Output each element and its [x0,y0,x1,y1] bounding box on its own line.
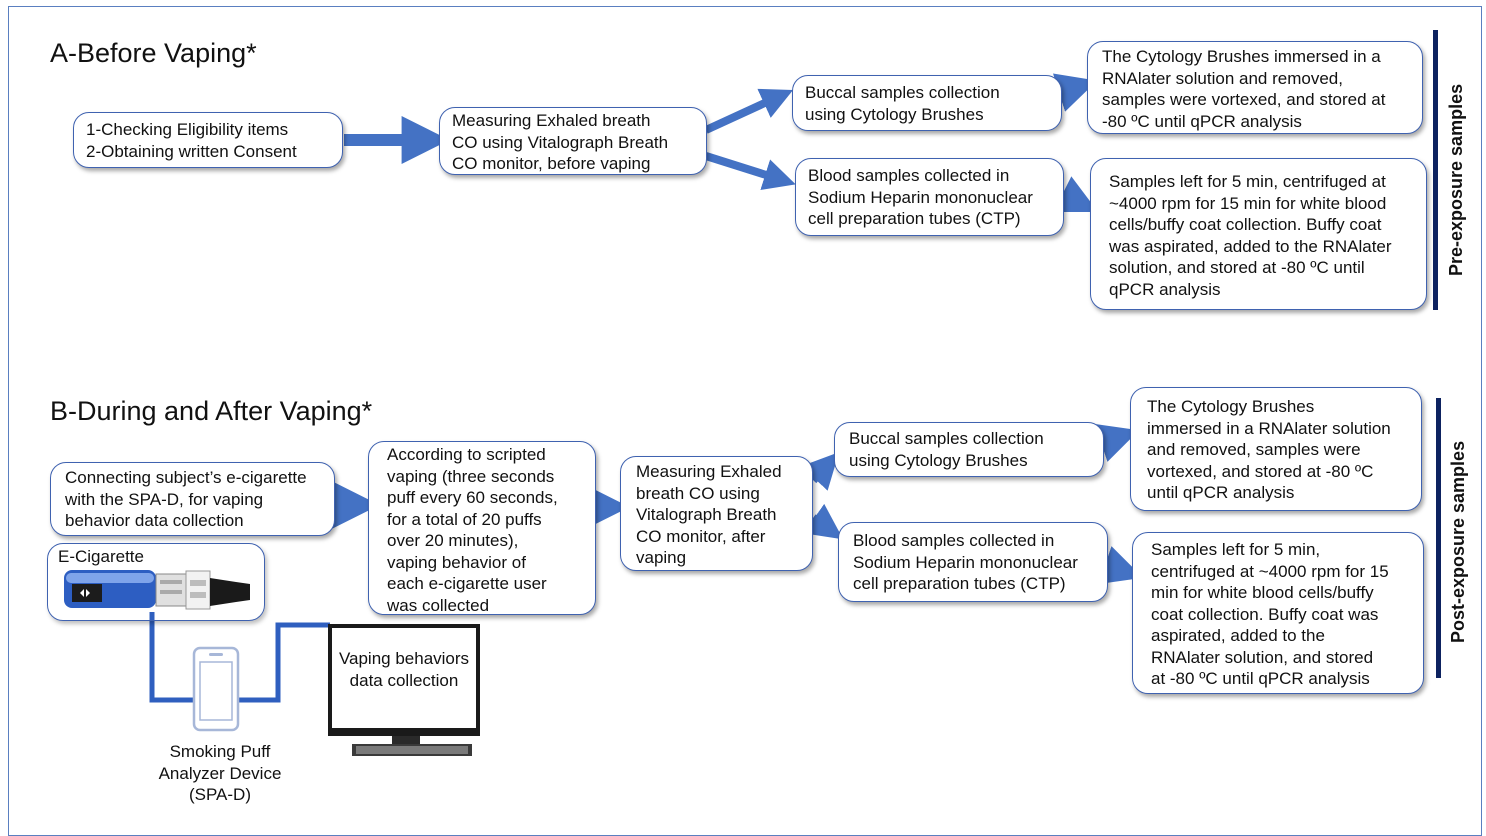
buccal-storage-before-box: The Cytology Brushes immersed in a RNAla… [1087,41,1423,134]
arrow-blood-to-processing [1053,176,1099,213]
buccal-after-text: Buccal samples collection using Cytology… [849,429,1044,470]
diagram-canvas: A-Before Vaping* 1-Checking Eligibility … [8,6,1482,836]
e-cigarette-box: E-Cigarette [47,543,265,621]
eligibility-text: 1-Checking Eligibility items 2-Obtaining… [86,120,297,161]
arrow-measure-to-blood-b [803,503,844,540]
measure-co-before-text: Measuring Exhaled breath CO using Vitalo… [452,111,669,173]
monitor-screen-text: Vaping behaviors data collection [338,649,470,690]
section-b-title: B-During and After Vaping* [50,396,373,426]
blood-processing-after-box: Samples left for 5 min, centrifuged at ~… [1132,532,1424,694]
arrows-layer [64,73,1144,756]
computer-monitor-icon [328,624,480,756]
eligibility-box: 1-Checking Eligibility items 2-Obtaining… [73,112,343,168]
buccal-storage-before-text: The Cytology Brushes immersed in a RNAla… [1102,47,1386,131]
buccal-before-text: Buccal samples collection using Cytology… [805,83,1000,124]
blood-processing-after-text: Samples left for 5 min, centrifuged at ~… [1151,540,1389,688]
blood-after-box: Blood samples collected in Sodium Hepari… [838,522,1108,602]
blood-before-box: Blood samples collected in Sodium Hepari… [795,158,1064,236]
pre-exposure-label: Pre-exposure samples [1446,83,1466,276]
arrow-buccal-to-storage-b [1094,423,1140,462]
arrow-measure-to-blood [704,152,796,190]
buccal-storage-after-box: The Cytology Brushes immersed in a RNAla… [1130,387,1422,511]
blood-before-text: Blood samples collected in Sodium Hepari… [808,166,1033,228]
pre-exposure-bar [1433,30,1438,310]
connect-box: Connecting subject’s e-cigarette with th… [50,462,335,536]
arrow-measure-to-buccal [704,88,794,134]
spa-d-device-icon [192,646,240,732]
connect-text: Connecting subject’s e-cigarette with th… [65,468,307,530]
spa-d-cable [149,612,330,703]
measure-co-after-box: Measuring Exhaled breath CO using Vitalo… [620,456,813,571]
section-a-title: A-Before Vaping* [50,38,257,68]
arrow-measure-to-buccal-b [801,452,840,491]
post-exposure-bar [1436,398,1441,678]
buccal-after-box: Buccal samples collection using Cytology… [834,422,1104,477]
measure-co-after-text: Measuring Exhaled breath CO using Vitalo… [636,462,782,567]
scripted-vaping-text: According to scripted vaping (three seco… [387,445,558,615]
buccal-storage-after-text: The Cytology Brushes immersed in a RNAla… [1147,397,1391,502]
e-cigarette-label: E-Cigarette [58,547,144,566]
arrow-blood-to-processing-b [1098,546,1144,585]
arrow-buccal-to-storage [1052,73,1098,112]
buccal-before-box: Buccal samples collection using Cytology… [792,75,1062,131]
blood-processing-before-box: Samples left for 5 min, centrifuged at ~… [1090,158,1427,310]
spa-d-label: Smoking Puff Analyzer Device (SPA-D) [158,742,282,804]
measure-co-before-box: Measuring Exhaled breath CO using Vitalo… [439,107,707,175]
blood-after-text: Blood samples collected in Sodium Hepari… [853,531,1078,593]
post-exposure-label: Post-exposure samples [1448,440,1468,643]
scripted-vaping-box: According to scripted vaping (three seco… [368,441,596,615]
e-cigarette-image [64,570,250,610]
blood-processing-before-text: Samples left for 5 min, centrifuged at ~… [1109,172,1392,299]
